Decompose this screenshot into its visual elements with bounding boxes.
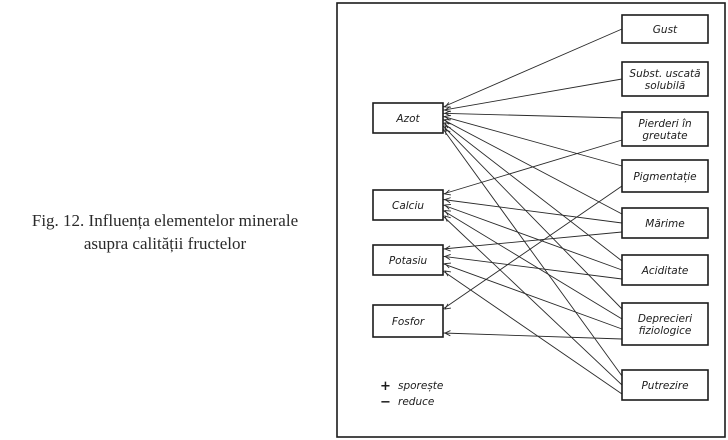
edge-calciu-marime: [442, 199, 623, 224]
caption-line-2: asupra calității fructelor: [83, 234, 247, 253]
edge-fosfor-pigmentatie: [442, 185, 623, 310]
arrowhead-calciu-deprecieri: [444, 209, 452, 216]
quality-gust: Gust: [621, 14, 709, 44]
arrowhead-azot-putrezire: [444, 128, 451, 135]
edge-azot-deprecieri: [442, 125, 623, 310]
edge-calciu-deprecieri: [442, 210, 623, 320]
quality-aciditate: Aciditate: [621, 254, 709, 286]
edge-potasiu-aciditate: [442, 255, 623, 280]
arrowhead-calciu-pierderi: [444, 189, 451, 196]
element-azot-label: Azot: [395, 113, 420, 125]
quality-marime-box: [621, 207, 709, 239]
quality-subst-box: [621, 61, 709, 97]
arrowhead-potasiu-marime: [443, 245, 451, 252]
quality-deprecieri-box: [621, 302, 709, 346]
arrowhead-potasiu-aciditate: [443, 253, 451, 260]
quality-subst-label: solubilă: [645, 80, 685, 92]
quality-deprecieri-label: fiziologice: [639, 325, 692, 337]
quality-pigmentatie-box: [621, 159, 709, 193]
legend-minus-label: reduce: [398, 396, 434, 408]
element-calciu-box: [372, 189, 444, 221]
arrowhead-potasiu-putrezire: [444, 270, 451, 277]
element-potasiu-box: [372, 244, 444, 276]
edge-potasiu-marime: [442, 231, 623, 250]
quality-gust-label: Gust: [653, 24, 678, 36]
quality-pigmentatie: Pigmentație: [621, 159, 709, 193]
legend-minus-symbol: −: [380, 395, 391, 410]
arrowhead-fosfor-pigmentatie: [444, 303, 451, 310]
element-fosfor-box: [372, 304, 444, 338]
element-calciu: Calciu: [372, 189, 444, 221]
arrowhead-azot-pierderi: [443, 110, 451, 117]
legend-plus-symbol: +: [380, 379, 391, 394]
figure-caption: Fig. 12. Influența elementelor minerale …: [0, 209, 330, 255]
quality-subst-label: Subst. uscată: [629, 68, 700, 80]
element-potasiu-label: Potasiu: [389, 255, 428, 267]
element-fosfor-label: Fosfor: [392, 316, 425, 328]
quality-putrezire-box: [621, 369, 709, 401]
arrowhead-calciu-aciditate: [444, 203, 452, 210]
edges-layer: [442, 28, 623, 395]
diagram-frame: [336, 2, 726, 438]
legend-plus-label: sporește: [398, 380, 443, 392]
element-fosfor: Fosfor: [372, 304, 444, 338]
quality-aciditate-box: [621, 254, 709, 286]
quality-pigmentatie-label: Pigmentație: [633, 171, 696, 183]
quality-pierderi-label: greutate: [642, 130, 687, 142]
element-potasiu: Potasiu: [372, 244, 444, 276]
quality-marime-label: Mărime: [645, 218, 684, 230]
quality-putrezire-label: Putrezire: [641, 380, 688, 392]
quality-gust-box: [621, 14, 709, 44]
edge-azot-subst: [442, 78, 623, 111]
edge-azot-putrezire: [442, 128, 623, 377]
arrowhead-azot-pigmentatie: [444, 114, 451, 121]
arrowhead-calciu-putrezire: [444, 215, 451, 222]
arrowhead-fosfor-deprecieri: [443, 330, 451, 337]
edge-calciu-pierderi: [442, 139, 623, 195]
edge-potasiu-putrezire: [442, 270, 623, 395]
arrowhead-calciu-marime: [443, 197, 451, 204]
edge-azot-gust: [442, 28, 623, 108]
quality-putrezire: Putrezire: [621, 369, 709, 401]
quality-pierderi-label: Pierderi în: [638, 118, 691, 130]
edge-fosfor-deprecieri: [442, 332, 623, 340]
element-azot-box: [372, 102, 444, 134]
edge-calciu-putrezire: [442, 215, 623, 386]
edge-calciu-aciditate: [442, 204, 623, 271]
legend: + sporește − reduce: [380, 379, 443, 410]
edge-potasiu-deprecieri: [442, 263, 623, 330]
quality-marime: Mărime: [621, 207, 709, 239]
quality-pierderi-box: [621, 111, 709, 147]
element-azot: Azot: [372, 102, 444, 134]
quality-aciditate-label: Aciditate: [641, 265, 689, 277]
edge-azot-pigmentatie: [442, 115, 623, 167]
caption-line-1: Fig. 12. Influența elementelor minerale: [31, 211, 299, 230]
arrowhead-potasiu-deprecieri: [444, 262, 452, 269]
edge-azot-pierderi: [442, 112, 623, 119]
edge-azot-aciditate: [442, 122, 623, 262]
element-calciu-label: Calciu: [392, 200, 424, 212]
quality-deprecieri-label: Deprecieri: [638, 313, 692, 325]
